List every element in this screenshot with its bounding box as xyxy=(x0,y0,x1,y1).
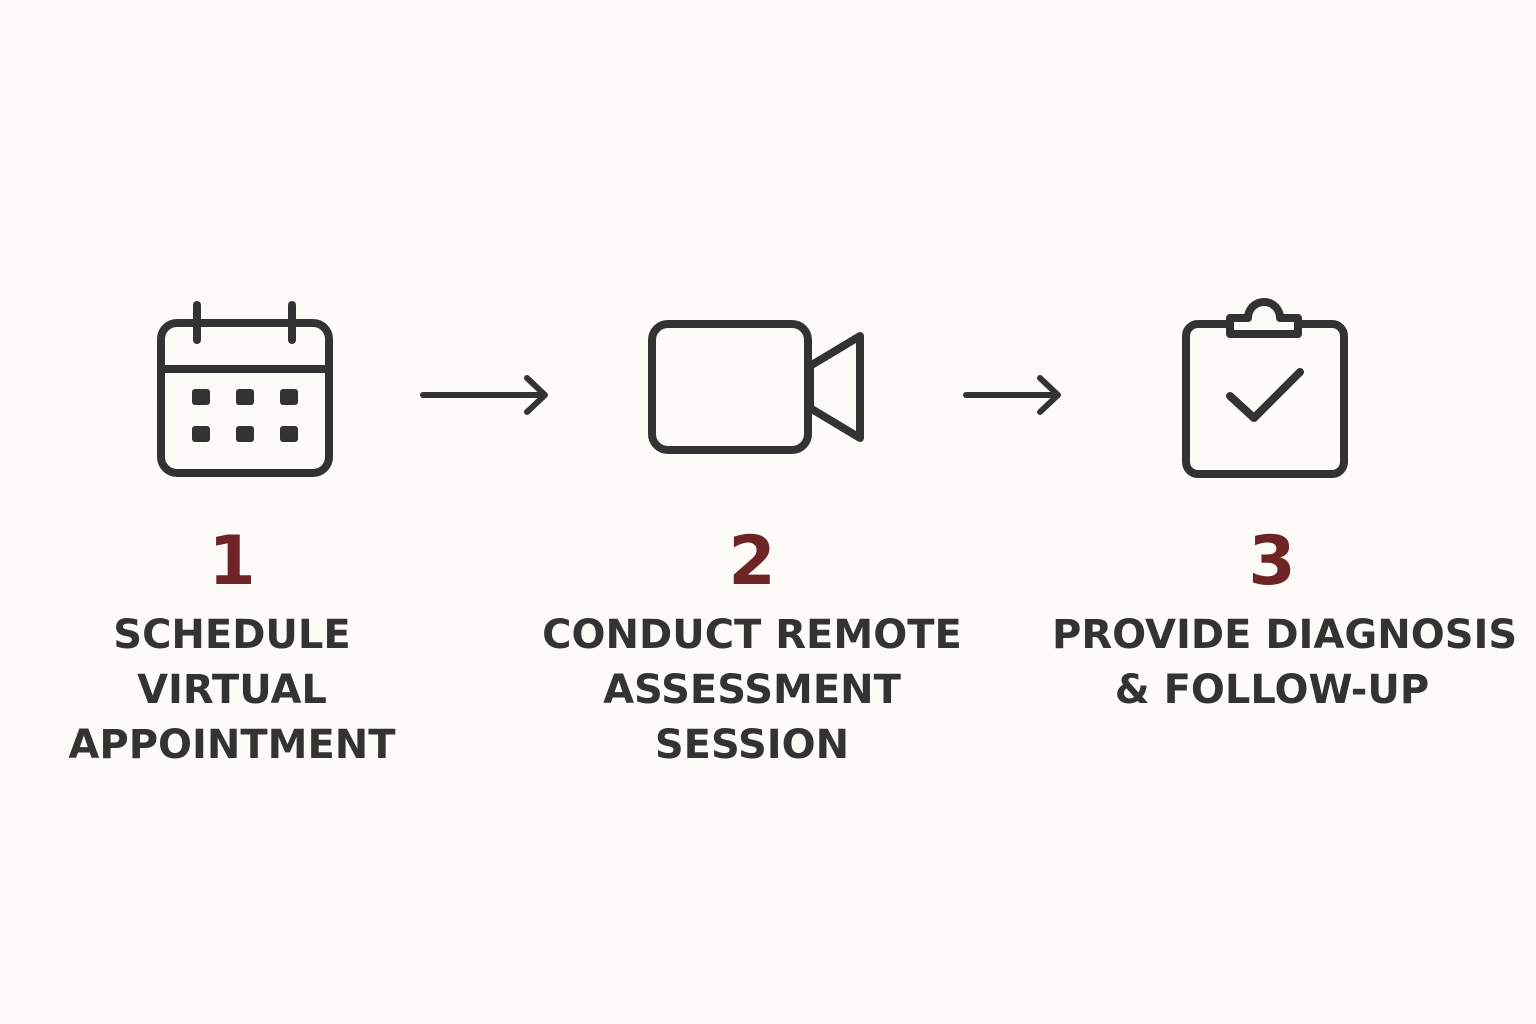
step-label-line: CONDUCT REMOTE xyxy=(542,612,962,658)
step-label-line: VIRTUAL xyxy=(137,667,327,713)
step-diagnosis: 3 PROVIDE DIAGNOSIS & FOLLOW-UP xyxy=(1052,0,1518,1024)
step-label-line: SCHEDULE xyxy=(113,612,351,658)
step-label-line: APPOINTMENT xyxy=(68,722,396,768)
video-camera-icon xyxy=(648,320,864,454)
arrow-right-icon xyxy=(963,375,1061,415)
arrow-right-icon xyxy=(420,375,548,415)
clipboard-check-icon xyxy=(1182,298,1348,478)
step-label-line: & FOLLOW-UP xyxy=(1114,667,1430,713)
step-label: PROVIDE DIAGNOSIS & FOLLOW-UP xyxy=(1052,608,1518,718)
calendar-icon xyxy=(157,301,333,477)
step-label-line: SESSION xyxy=(654,722,850,768)
step-label: CONDUCT REMOTE ASSESSMENT SESSION xyxy=(532,608,972,773)
step-number: 2 xyxy=(728,522,776,601)
step-label-line: ASSESSMENT xyxy=(603,667,901,713)
step-number: 1 xyxy=(208,522,256,601)
step-schedule: 1 SCHEDULE VIRTUAL APPOINTMENT xyxy=(12,0,452,1024)
step-number: 3 xyxy=(1248,522,1296,601)
step-conduct: 2 CONDUCT REMOTE ASSESSMENT SESSION xyxy=(532,0,972,1024)
step-label-line: PROVIDE DIAGNOSIS xyxy=(1052,612,1518,658)
step-label: SCHEDULE VIRTUAL APPOINTMENT xyxy=(12,608,452,773)
